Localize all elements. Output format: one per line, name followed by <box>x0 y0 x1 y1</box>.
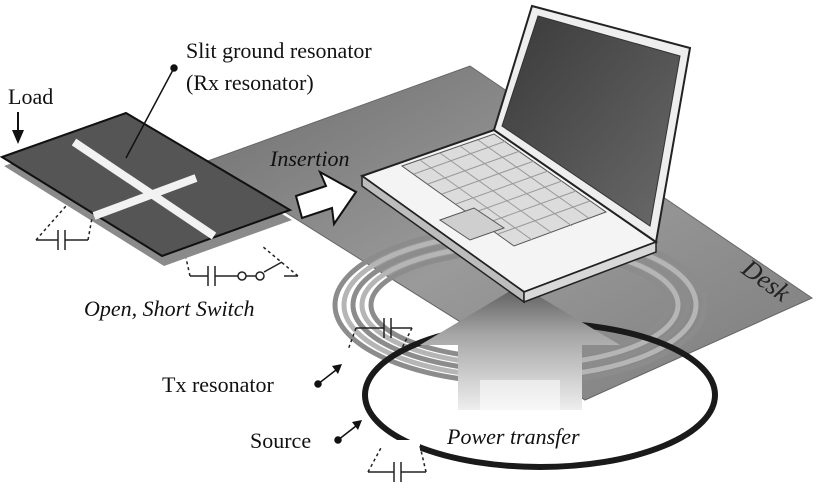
laptop <box>359 4 692 304</box>
source-leader <box>334 420 362 444</box>
rx-resonator-slits <box>71 138 217 240</box>
insertion-label: Insertion <box>269 146 349 171</box>
switch-label: Open, Short Switch <box>84 296 255 321</box>
rx-resonator-label-line2: (Rx resonator) <box>186 70 314 95</box>
rx-resonator-plate <box>0 111 293 258</box>
power-transfer-label: Power transfer <box>446 424 580 449</box>
rx-resonator-leader <box>125 64 178 159</box>
rx-resonator-label-line1: Slit ground resonator <box>186 38 372 63</box>
open-short-switch-icon <box>185 245 299 286</box>
tx-capacitor-icon <box>347 318 413 351</box>
power-transfer-arrow <box>420 285 620 410</box>
laptop-touchpad <box>438 207 506 241</box>
source-label: Source <box>250 428 311 453</box>
load-label: Load <box>8 84 53 109</box>
load-arrow-icon <box>12 112 24 144</box>
source-capacitor-icon <box>367 445 427 482</box>
tx-resonator-label: Tx resonator <box>162 372 274 397</box>
insertion-arrow <box>294 169 358 227</box>
load-capacitor-icon <box>35 205 93 250</box>
laptop-screen <box>501 15 681 227</box>
tx-resonator-leader <box>314 364 342 388</box>
